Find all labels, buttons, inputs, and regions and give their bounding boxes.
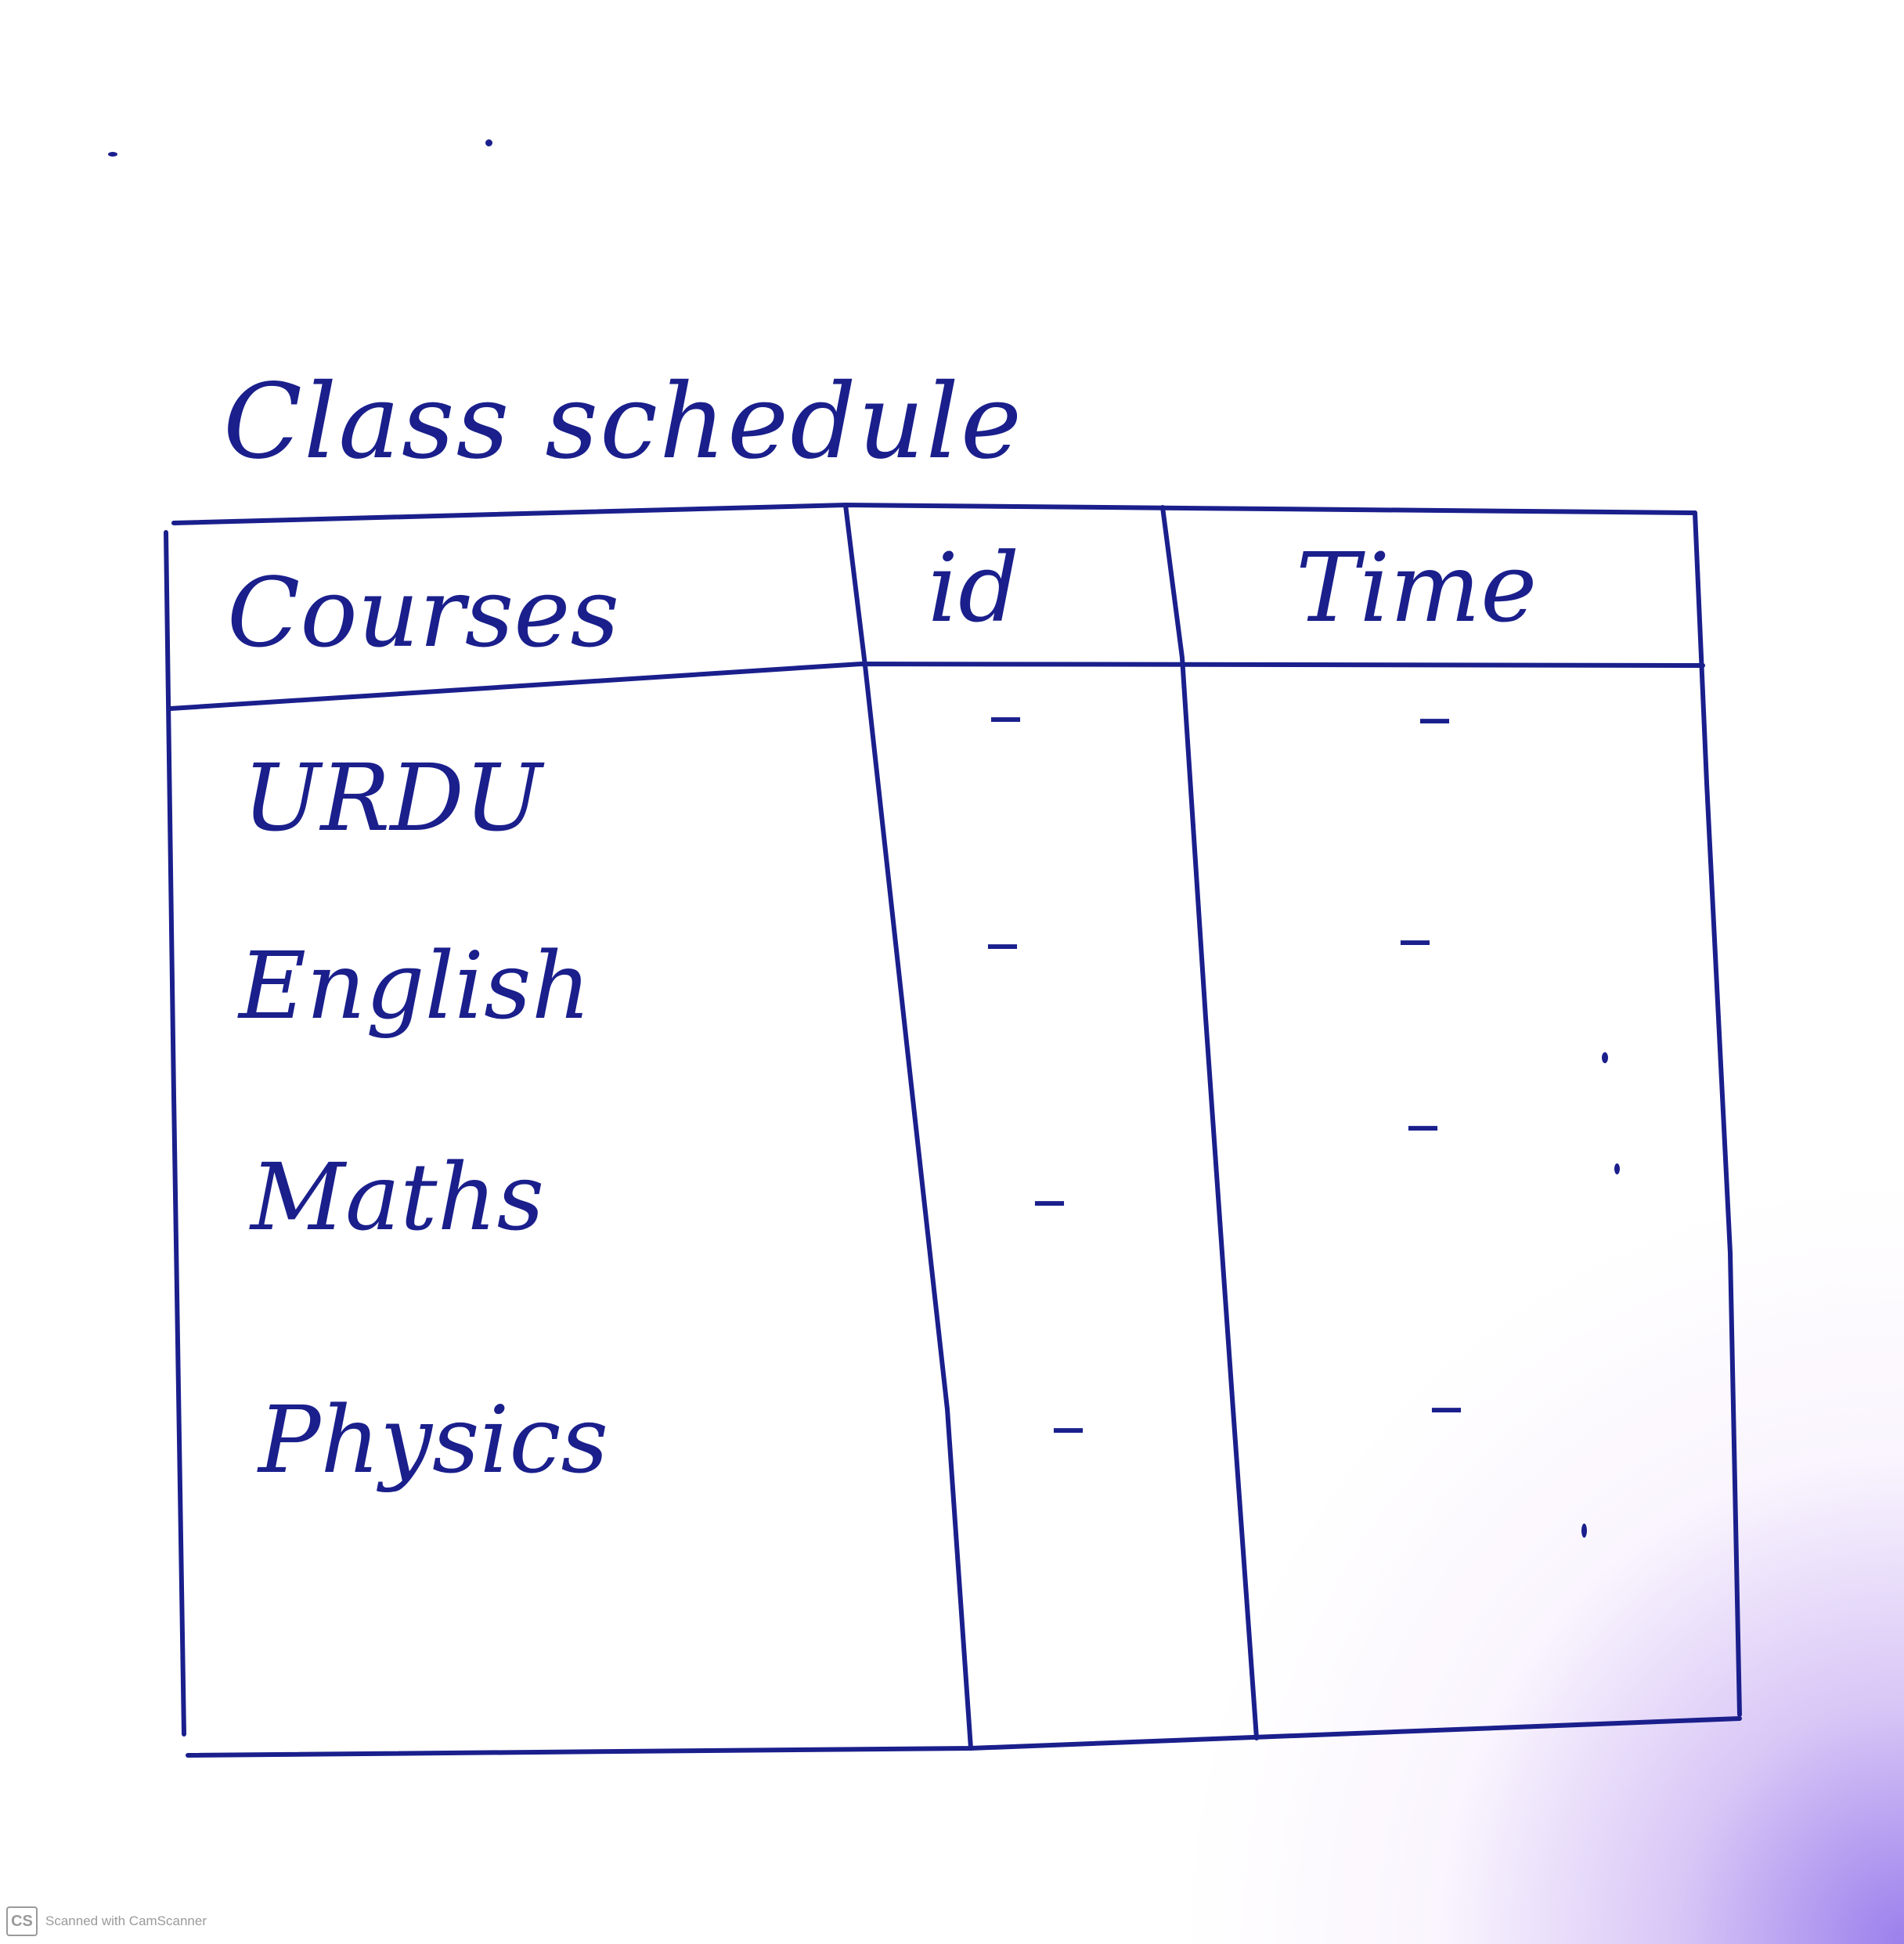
- row-4-id: –: [1051, 1384, 1086, 1466]
- header-id: id: [928, 532, 1020, 644]
- column-divider-1: [843, 503, 973, 1751]
- row-3-id: –: [1032, 1157, 1067, 1239]
- row-1-course: URDU: [243, 744, 543, 852]
- camscanner-logo: CS: [6, 1906, 38, 1936]
- header-time: Time: [1296, 532, 1538, 644]
- table-right-border: [1693, 510, 1742, 1717]
- row-2-id: –: [985, 900, 1020, 983]
- ink-speck: [1581, 1524, 1587, 1538]
- row-3-course: Maths: [251, 1143, 545, 1251]
- table-top-border: [171, 502, 1697, 525]
- ink-speck: [108, 152, 117, 157]
- ink-speck: [1602, 1052, 1608, 1063]
- row-2-time: –: [1397, 896, 1433, 979]
- row-2-course: English: [239, 932, 591, 1040]
- row-4-time: –: [1429, 1364, 1464, 1446]
- table-bottom-border: [186, 1716, 1742, 1758]
- scanner-watermark: CS Scanned with CamScanner: [6, 1906, 207, 1936]
- document-title: Class schedule: [223, 362, 1023, 482]
- ink-speck: [485, 139, 492, 146]
- ink-speck: [1614, 1163, 1620, 1174]
- header-divider: [168, 661, 1705, 711]
- table-left-border: [164, 530, 186, 1737]
- row-1-time: –: [1417, 675, 1452, 757]
- header-courses: Courses: [227, 557, 620, 669]
- row-3-time: –: [1405, 1082, 1441, 1164]
- column-divider-2: [1160, 505, 1259, 1740]
- row-1-id: –: [988, 673, 1023, 756]
- row-4-course: Physics: [258, 1386, 608, 1494]
- scanner-text: Scanned with CamScanner: [45, 1913, 207, 1928]
